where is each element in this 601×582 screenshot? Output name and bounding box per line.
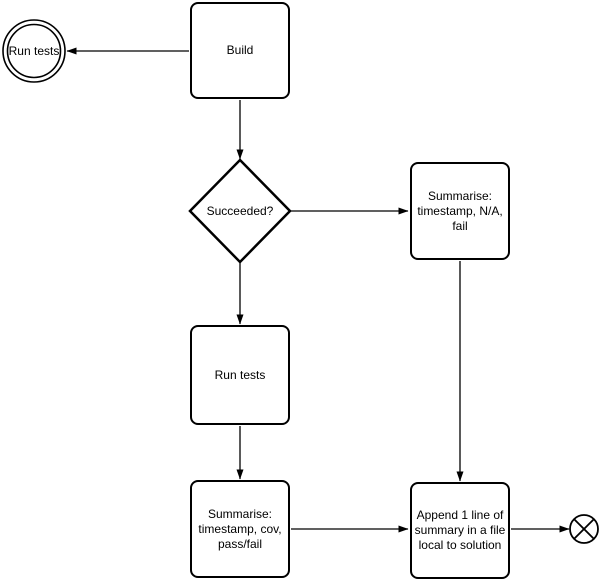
start-event-outer-circle bbox=[2, 19, 66, 83]
node-end-event[interactable] bbox=[569, 514, 599, 544]
node-start-event[interactable] bbox=[2, 19, 66, 83]
end-event-cross-icon bbox=[573, 518, 595, 540]
node-summarise-na-label: fail bbox=[452, 218, 468, 233]
node-summarise-cov-label: Summarise: bbox=[207, 506, 272, 521]
node-run-tests[interactable]: Run tests bbox=[190, 325, 290, 425]
node-summarise-cov[interactable]: Summarise: timestamp, cov, pass/fail bbox=[190, 480, 290, 578]
node-append-summary-label: summary in a file bbox=[414, 523, 506, 537]
start-event-inner-circle bbox=[6, 23, 62, 79]
node-build-label: Build bbox=[226, 43, 254, 57]
node-append-summary[interactable]: Append 1 line of summary in a file local… bbox=[410, 482, 510, 579]
node-append-summary-label: Append 1 line of bbox=[416, 508, 504, 522]
node-summarise-cov-label: pass/fail bbox=[217, 536, 263, 551]
node-summarise-na-label: Summarise: bbox=[427, 188, 492, 203]
node-summarise-na[interactable]: Summarise: timestamp, N/A, fail bbox=[410, 162, 510, 260]
node-append-summary-label: local to solution bbox=[418, 538, 502, 552]
node-run-tests-label: Run tests bbox=[214, 367, 266, 382]
node-succeeded-diamond[interactable] bbox=[188, 158, 292, 264]
node-summarise-cov-label: timestamp, cov, bbox=[198, 521, 282, 536]
node-build[interactable]: Build bbox=[190, 2, 290, 99]
node-summarise-na-label: timestamp, N/A, bbox=[417, 203, 503, 218]
